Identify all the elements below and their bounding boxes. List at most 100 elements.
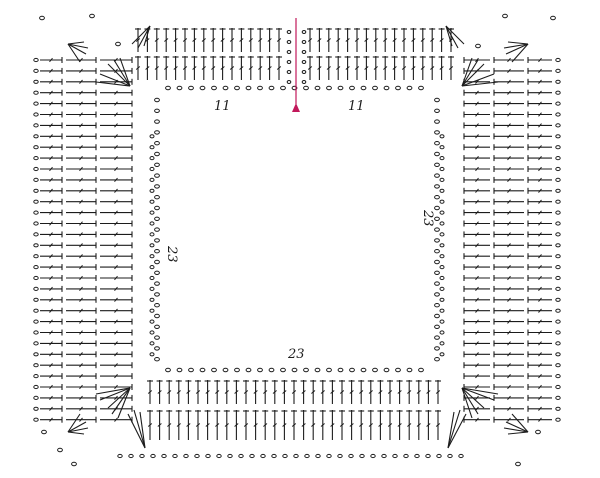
double-crochet-stitch	[419, 28, 426, 52]
corner-fan-stitch	[507, 431, 529, 435]
chain-stitch	[260, 453, 266, 459]
double-crochet-stitch	[40, 133, 63, 140]
double-crochet-stitch	[435, 410, 441, 440]
corner-fan-stitch	[117, 387, 131, 419]
double-crochet-stitch	[319, 380, 326, 404]
chain-stitch	[439, 199, 445, 204]
double-crochet-stitch	[463, 155, 490, 162]
double-crochet-stitch	[40, 122, 63, 129]
double-crochet-stitch	[66, 89, 97, 96]
chain-stitch	[434, 270, 440, 275]
double-crochet-stitch	[66, 57, 97, 63]
double-crochet-stitch	[66, 275, 97, 281]
double-crochet-stitch	[166, 380, 173, 404]
double-crochet-stitch	[66, 416, 97, 423]
chain-stitch	[149, 341, 155, 346]
double-crochet-stitch	[396, 380, 403, 404]
double-crochet-stitch	[493, 329, 524, 336]
double-crochet-stitch	[463, 340, 490, 347]
chain-stitch	[286, 50, 292, 54]
chain-stitch	[349, 85, 355, 91]
double-crochet-stitch	[527, 394, 552, 401]
double-crochet-stitch	[66, 155, 97, 162]
double-crochet-stitch	[429, 28, 436, 52]
double-crochet-stitch	[40, 329, 63, 336]
double-crochet-stitch	[493, 122, 524, 129]
double-crochet-stitch	[493, 155, 524, 162]
double-crochet-stitch	[527, 405, 552, 412]
double-crochet-stitch	[493, 253, 524, 260]
double-crochet-stitch	[200, 28, 207, 52]
chain-stitch	[434, 303, 440, 308]
double-crochet-stitch	[527, 57, 552, 63]
chain-stitch	[439, 145, 445, 150]
chain-stitch	[439, 330, 445, 335]
corner-fan-stitch	[67, 41, 85, 45]
chain-stitch	[383, 85, 390, 91]
double-crochet-stitch	[238, 56, 245, 80]
double-crochet-stitch	[40, 307, 63, 314]
chain-stitch	[434, 292, 440, 297]
double-crochet-stitch	[291, 410, 297, 440]
double-crochet-stitch	[262, 380, 269, 404]
chain-stitch	[149, 134, 155, 139]
double-crochet-stitch	[527, 78, 552, 85]
chain-stitch	[199, 367, 206, 373]
chain-stitch	[555, 363, 561, 368]
double-crochet-stitch	[66, 220, 97, 227]
chain-stitch	[418, 85, 424, 91]
double-crochet-stitch	[329, 410, 336, 440]
chain-stitch	[291, 85, 298, 91]
chain-stitch	[222, 367, 229, 373]
double-crochet-stitch	[223, 410, 230, 440]
chain-stitch	[434, 259, 440, 265]
bottom-count-label: 23	[287, 347, 305, 362]
double-crochet-stitch	[40, 100, 63, 107]
double-crochet-stitch	[463, 144, 490, 151]
double-crochet-stitch	[307, 56, 313, 80]
right-side-count-label: 23	[420, 209, 435, 227]
chain-stitch	[128, 453, 134, 459]
double-crochet-stitch	[40, 67, 63, 74]
double-crochet-stitch	[247, 28, 254, 52]
double-crochet-stitch	[367, 410, 374, 440]
chain-stitch	[33, 166, 39, 172]
chain-stitch	[211, 367, 217, 373]
chain-stitch	[439, 286, 445, 291]
chain-stitch	[439, 243, 445, 248]
corner-fan-stitch	[67, 427, 89, 433]
double-crochet-stitch	[185, 410, 192, 440]
chain-stitch	[301, 50, 307, 54]
double-crochet-stitch	[307, 28, 313, 52]
double-crochet-stitch	[463, 100, 490, 107]
chain-stitch	[268, 85, 275, 91]
chain-stitch	[555, 177, 561, 182]
chain-stitch	[475, 43, 481, 49]
chain-stitch	[33, 374, 39, 379]
chain-stitch	[555, 297, 561, 302]
double-crochet-stitch	[66, 144, 97, 151]
double-crochet-stitch	[100, 275, 133, 281]
chain-stitch	[199, 85, 206, 91]
chain-stitch	[337, 453, 343, 459]
double-crochet-stitch	[363, 28, 370, 52]
corner-fan-stitch	[461, 387, 495, 401]
chain-stitch	[154, 130, 160, 135]
double-crochet-stitch	[463, 89, 490, 96]
double-crochet-stitch	[493, 362, 524, 369]
corner-fan-stitch	[505, 421, 529, 433]
corner-fan-stitch	[107, 63, 131, 87]
double-crochet-stitch	[527, 231, 552, 238]
double-crochet-stitch	[66, 394, 97, 401]
double-crochet-stitch	[463, 318, 490, 325]
chain-stitch	[176, 367, 183, 373]
double-crochet-stitch	[100, 57, 133, 63]
chain-stitch	[439, 156, 445, 161]
double-crochet-stitch	[527, 166, 552, 172]
double-crochet-stitch	[406, 410, 413, 440]
chain-stitch	[149, 156, 155, 161]
double-crochet-stitch	[40, 275, 63, 281]
double-crochet-stitch	[200, 56, 207, 80]
chain-stitch	[555, 112, 561, 117]
double-crochet-stitch	[448, 56, 454, 80]
